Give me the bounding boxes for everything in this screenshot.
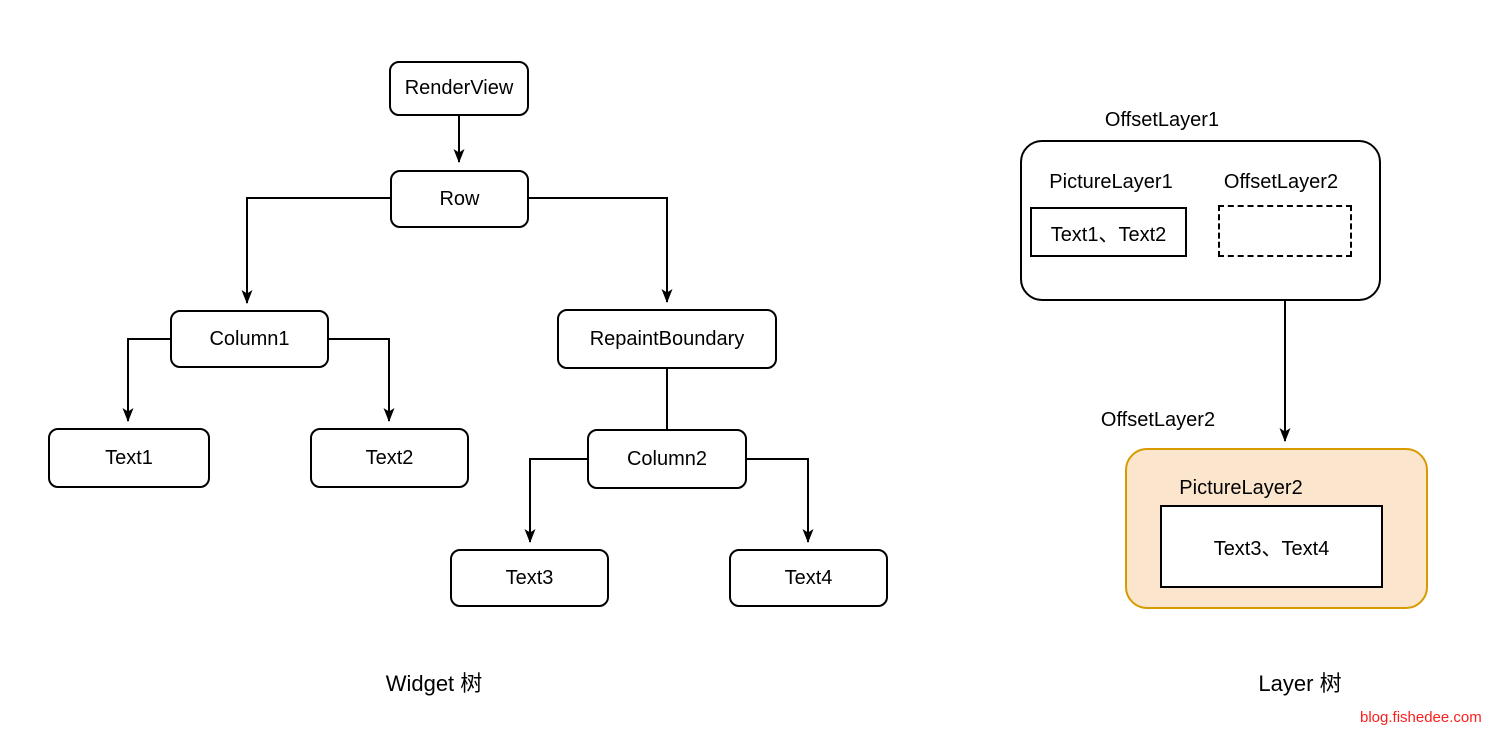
offsetlayer1-box bbox=[1020, 140, 1381, 301]
node-row: Row bbox=[390, 170, 529, 228]
edge-row-to-repaintboundary bbox=[529, 197, 673, 303]
offsetlayer1-label: OffsetLayer1 bbox=[1104, 109, 1220, 131]
node-column2: Column2 bbox=[587, 429, 747, 489]
picturelayer2-label: PictureLayer2 bbox=[1179, 477, 1303, 499]
picturelayer1-label: PictureLayer1 bbox=[1049, 171, 1173, 193]
edge-column1-to-text2 bbox=[329, 338, 395, 422]
node-text4: Text4 bbox=[729, 549, 888, 607]
widget-tree-title: Widget 树 bbox=[385, 671, 483, 696]
node-column1: Column1 bbox=[170, 310, 329, 368]
node-text1: Text1 bbox=[48, 428, 210, 488]
edge-column2-to-text3 bbox=[524, 458, 587, 543]
picturelayer1-content-box: Text1、Text2 bbox=[1030, 207, 1187, 257]
offsetlayer2-ref-dashed-box bbox=[1218, 205, 1352, 257]
node-repaintboundary: RepaintBoundary bbox=[557, 309, 777, 369]
layer-tree-title: Layer 树 bbox=[1258, 671, 1342, 696]
node-text3: Text3 bbox=[450, 549, 609, 607]
picturelayer2-content-box: Text3、Text4 bbox=[1160, 505, 1383, 588]
edge-column2-to-text4 bbox=[747, 458, 814, 543]
watermark-link: blog.fishedee.com bbox=[1360, 709, 1482, 726]
edge-row-to-column1 bbox=[241, 197, 390, 304]
edge-column1-to-text1 bbox=[122, 338, 170, 422]
node-text2: Text2 bbox=[310, 428, 469, 488]
offsetlayer2-label: OffsetLayer2 bbox=[1100, 409, 1216, 431]
node-renderview: RenderView bbox=[389, 61, 529, 116]
offsetlayer2-ref-label: OffsetLayer2 bbox=[1223, 171, 1339, 193]
